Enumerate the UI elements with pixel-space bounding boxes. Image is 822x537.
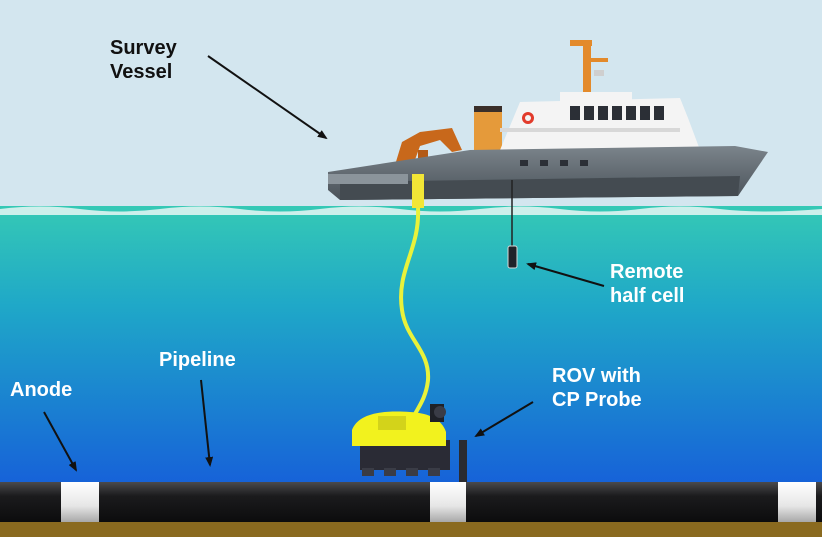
seabed xyxy=(0,520,822,537)
survey-vessel xyxy=(328,40,768,200)
survey-vessel-label-line: Survey xyxy=(110,37,177,59)
anode-band xyxy=(430,482,466,522)
pipeline xyxy=(0,482,822,522)
anode-label-text: Anode xyxy=(10,379,73,401)
arrow-anode xyxy=(43,411,77,472)
anode-band xyxy=(778,482,816,522)
rov-label: ROV with CP Probe xyxy=(552,364,642,412)
remote-half-cell-label: Remote half cell xyxy=(610,260,684,308)
pipeline-label-text: Pipeline xyxy=(159,349,236,371)
anode-label: Anode xyxy=(10,378,72,402)
anode-band xyxy=(61,482,99,522)
arrow-remote-half-cell xyxy=(526,262,605,287)
cp-probe xyxy=(459,440,467,482)
arrow-survey-vessel xyxy=(207,55,328,140)
rov-label-line: ROV with xyxy=(552,365,641,387)
arrow-rov xyxy=(474,401,534,438)
survey-vessel-label-line: Vessel xyxy=(110,61,173,83)
survey-vessel-label: Survey Vessel xyxy=(110,36,177,84)
umbilical-reel xyxy=(412,174,424,208)
arrow-pipeline xyxy=(200,379,214,467)
umbilical-cable xyxy=(399,207,431,421)
rov xyxy=(352,404,467,482)
pipeline-label: Pipeline xyxy=(159,348,236,372)
remote-half-cell-label-line: Remote xyxy=(610,261,684,283)
rov-label-line: CP Probe xyxy=(552,389,642,411)
remote-half-cell-label-line: half cell xyxy=(610,285,685,307)
remote-half-cell xyxy=(507,245,518,269)
water-surface-foam xyxy=(0,206,822,215)
